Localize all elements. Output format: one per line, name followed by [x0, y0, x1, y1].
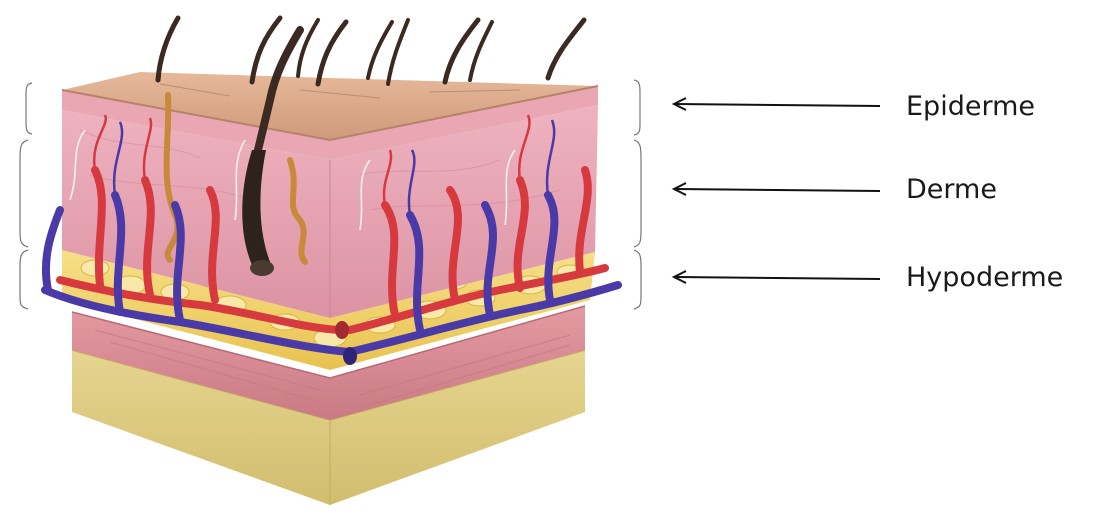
dermis-layer — [62, 105, 598, 318]
left-brackets — [19, 82, 33, 310]
arrow-epidermis — [671, 97, 881, 111]
label-hypodermis: Hypoderme — [906, 262, 1064, 293]
arrow-hypodermis — [671, 270, 881, 284]
veins — [41, 191, 622, 356]
label-dermis: Derme — [906, 174, 997, 205]
arrow-dermis — [671, 182, 881, 196]
arteries — [56, 166, 609, 334]
capillaries — [92, 114, 556, 216]
label-arrows — [671, 97, 881, 284]
label-epidermis: Epiderme — [906, 91, 1035, 122]
muscle-layer — [71, 305, 586, 420]
vessel-cross-sections — [335, 321, 357, 365]
nerves — [69, 129, 516, 231]
hair-follicle — [242, 26, 304, 276]
hair-strands — [155, 15, 587, 87]
base-tissue-layer — [71, 349, 586, 505]
right-brackets — [633, 79, 642, 310]
